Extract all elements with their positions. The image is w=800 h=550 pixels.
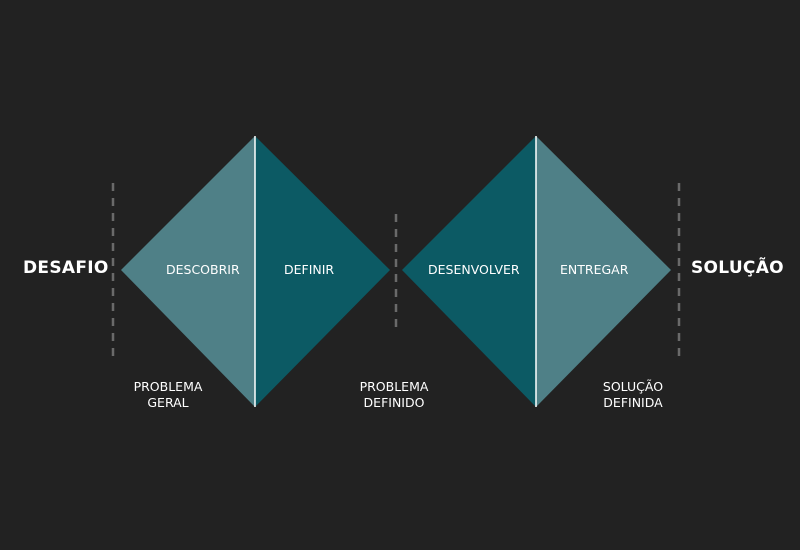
diamond-2-deliver-half	[536, 136, 671, 407]
diamond-1-define-half	[255, 136, 390, 407]
end-label: SOLUÇÃO	[691, 258, 784, 278]
milestone-defined-solution: SOLUÇÃO DEFINIDA	[602, 379, 664, 410]
start-label: DESAFIO	[23, 258, 109, 278]
diamond-1-discover-half	[121, 136, 255, 407]
diamond-2-develop-half	[402, 136, 536, 407]
phase-label-discover: DESCOBRIR	[166, 262, 240, 277]
milestone-defined-problem: PROBLEMA DEFINIDO	[359, 379, 429, 410]
milestone-general-problem: PROBLEMA GERAL	[133, 379, 203, 410]
phase-label-define: DEFINIR	[284, 262, 335, 277]
phase-label-develop: DESENVOLVER	[428, 262, 520, 277]
phase-label-deliver: ENTREGAR	[560, 262, 629, 277]
